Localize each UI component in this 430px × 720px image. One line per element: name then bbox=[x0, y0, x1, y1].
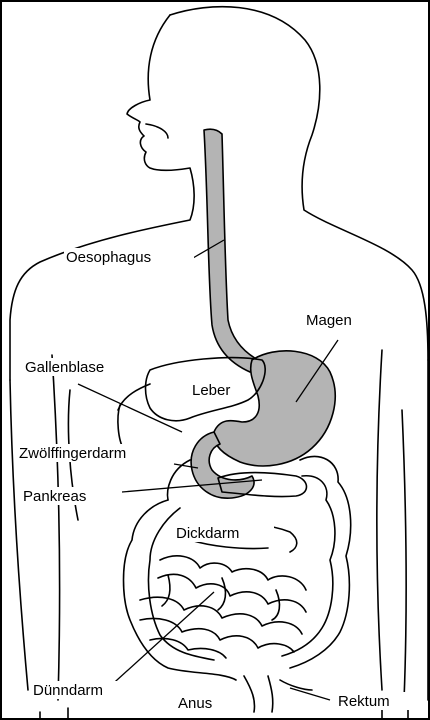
label-dickdarm: Dickdarm bbox=[176, 525, 239, 542]
leader-gallenblase bbox=[78, 384, 182, 432]
oesophagus-organ bbox=[204, 129, 258, 372]
label-duenndarm: Dünndarm bbox=[33, 682, 103, 699]
label-rektum: Rektum bbox=[338, 693, 390, 710]
rektum-organ bbox=[244, 676, 312, 712]
label-pankreas: Pankreas bbox=[23, 488, 86, 505]
label-gallenblase: Gallenblase bbox=[25, 359, 104, 376]
label-oesophagus: Oesophagus bbox=[66, 249, 151, 266]
label-leber: Leber bbox=[192, 382, 230, 399]
leader-duenndarm bbox=[106, 592, 214, 690]
duenndarm-organ bbox=[140, 556, 306, 658]
label-zwoelffingerdarm: Zwölffingerdarm bbox=[19, 445, 126, 462]
label-magen: Magen bbox=[306, 312, 352, 329]
label-anus: Anus bbox=[178, 695, 212, 712]
